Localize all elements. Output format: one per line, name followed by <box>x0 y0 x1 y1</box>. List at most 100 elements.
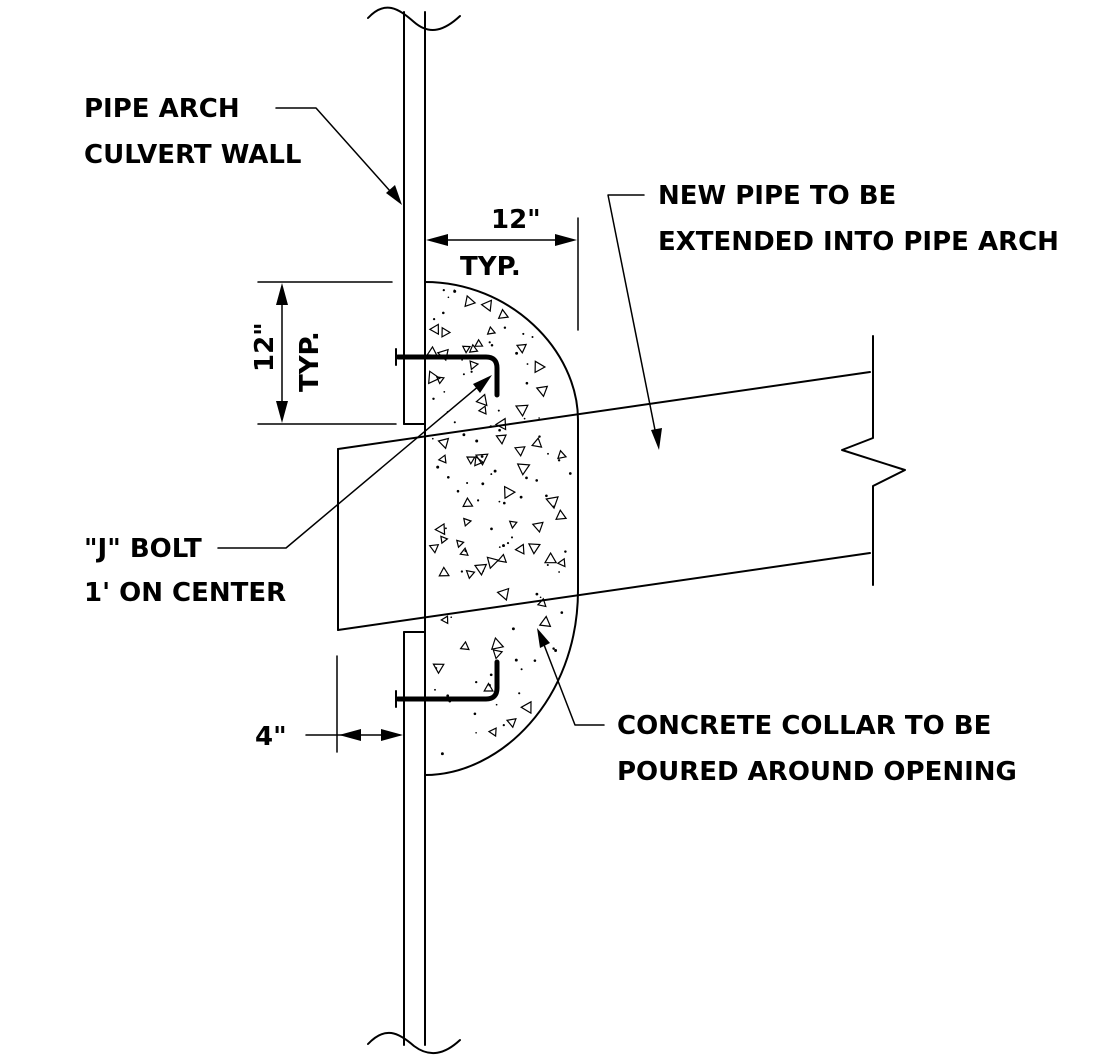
aggregate-triangle <box>556 557 566 568</box>
aggregate-dot <box>473 712 477 716</box>
aggregate-dot <box>498 546 501 548</box>
aggregate-triangle <box>475 393 488 407</box>
aggregate-dot <box>520 668 523 671</box>
aggregate-dot <box>535 592 539 596</box>
culvert-wall <box>367 6 461 1055</box>
aggregate-triangle <box>505 718 517 729</box>
aggregate-triangle <box>469 360 480 371</box>
aggregate-triangle <box>492 649 504 660</box>
aggregate-triangle <box>428 370 441 385</box>
aggregate-dot <box>480 455 484 458</box>
aggregate-dot <box>506 542 510 545</box>
aggregate-dot <box>547 452 549 455</box>
aggregate-dot <box>498 428 501 432</box>
aggregate-triangle <box>535 385 549 398</box>
collar-width-dimension <box>426 217 579 331</box>
aggregate-triangle <box>495 434 507 445</box>
collar-label-line1: CONCRETE COLLAR TO BE <box>617 711 991 741</box>
aggregate-triangle <box>426 345 438 357</box>
aggregate-dot <box>546 563 549 567</box>
culvert-wall-label-line1: PIPE ARCH <box>84 94 240 124</box>
culvert-wall-leader <box>275 107 402 205</box>
bolt-offset-dimension-value: 4" <box>255 722 287 752</box>
aggregate-triangle <box>473 563 488 577</box>
aggregate-dot <box>488 341 491 344</box>
aggregate-triangle <box>465 456 476 465</box>
aggregate-dot <box>475 439 479 443</box>
top-break-symbol <box>367 6 461 31</box>
aggregate-dot <box>443 391 446 393</box>
aggregate-dot <box>432 317 436 321</box>
aggregate-dot <box>462 433 466 437</box>
collar-height-dimension <box>257 281 397 425</box>
aggregate-dot <box>432 397 435 401</box>
aggregate-dot <box>460 570 464 573</box>
aggregate-triangle <box>428 543 440 554</box>
aggregate-dot <box>518 692 521 695</box>
bolt-offset-dimension <box>305 655 403 753</box>
aggregate-dot <box>447 296 450 299</box>
aggregate-dot <box>502 501 506 505</box>
aggregate-triangle <box>538 615 552 628</box>
aggregate-dot <box>488 684 491 687</box>
aggregate-dot <box>440 752 444 756</box>
aggregate-dot <box>545 494 548 498</box>
aggregate-dot <box>442 288 445 292</box>
aggregate-triangle <box>514 543 525 555</box>
aggregate-dot <box>498 500 501 503</box>
aggregate-dot <box>475 732 477 734</box>
aggregate-dot <box>446 475 450 479</box>
aggregate-dot <box>453 421 456 424</box>
aggregate-triangle <box>464 294 477 308</box>
aggregate-dot <box>526 363 529 365</box>
aggregate-triangle <box>487 727 497 738</box>
aggregate-dot <box>493 469 497 473</box>
aggregate-triangle <box>459 640 470 651</box>
aggregate-dot <box>481 482 485 486</box>
collar-width-dimension-value: 12" <box>491 205 541 235</box>
aggregate-dot <box>533 659 537 662</box>
culvert-wall-label-line2: CULVERT WALL <box>84 140 301 170</box>
aggregate-dot <box>557 459 561 462</box>
aggregate-triangle <box>496 587 510 602</box>
aggregate-dot <box>511 627 515 631</box>
aggregate-dot <box>453 289 457 293</box>
aggregate-triangle <box>480 299 493 313</box>
new-pipe-label-line1: NEW PIPE TO BE <box>658 181 896 211</box>
aggregate-dot <box>431 437 434 440</box>
aggregate-triangle <box>496 553 508 563</box>
aggregate-triangle <box>434 522 446 536</box>
aggregate-triangle <box>474 455 485 467</box>
aggregate-triangle <box>514 404 529 418</box>
aggregate-triangle <box>461 345 472 354</box>
aggregate-dot <box>519 495 523 499</box>
aggregate-triangle <box>497 308 510 320</box>
aggregate-dot <box>442 311 445 315</box>
j-bolt-lower <box>395 659 500 708</box>
pipe-break-symbol <box>841 335 906 586</box>
aggregate-dot <box>475 680 478 684</box>
aggregate-triangle <box>428 323 440 336</box>
aggregate-dot <box>538 435 541 438</box>
aggregate-dot <box>495 703 498 706</box>
aggregate-triangle <box>545 496 559 510</box>
aggregate-dot <box>538 417 540 419</box>
aggregate-dot <box>434 688 436 691</box>
aggregate-triangle <box>555 509 568 520</box>
aggregate-triangle <box>490 636 505 650</box>
j-bolt-label-line1: "J" BOLT <box>84 534 202 564</box>
aggregate-dot <box>552 647 555 650</box>
aggregate-triangle <box>459 547 469 557</box>
aggregate-dot <box>444 527 447 530</box>
new-pipe-leader <box>607 194 662 450</box>
aggregate-triangle <box>435 376 445 385</box>
aggregate-dot <box>497 409 500 412</box>
aggregate-triangle <box>462 496 474 508</box>
aggregate-triangle <box>543 551 558 564</box>
aggregate-dot <box>502 723 505 727</box>
aggregate-triangle <box>486 325 497 335</box>
aggregate-triangle <box>441 326 452 338</box>
aggregate-dot <box>502 544 505 548</box>
aggregate-triangle <box>468 343 479 353</box>
